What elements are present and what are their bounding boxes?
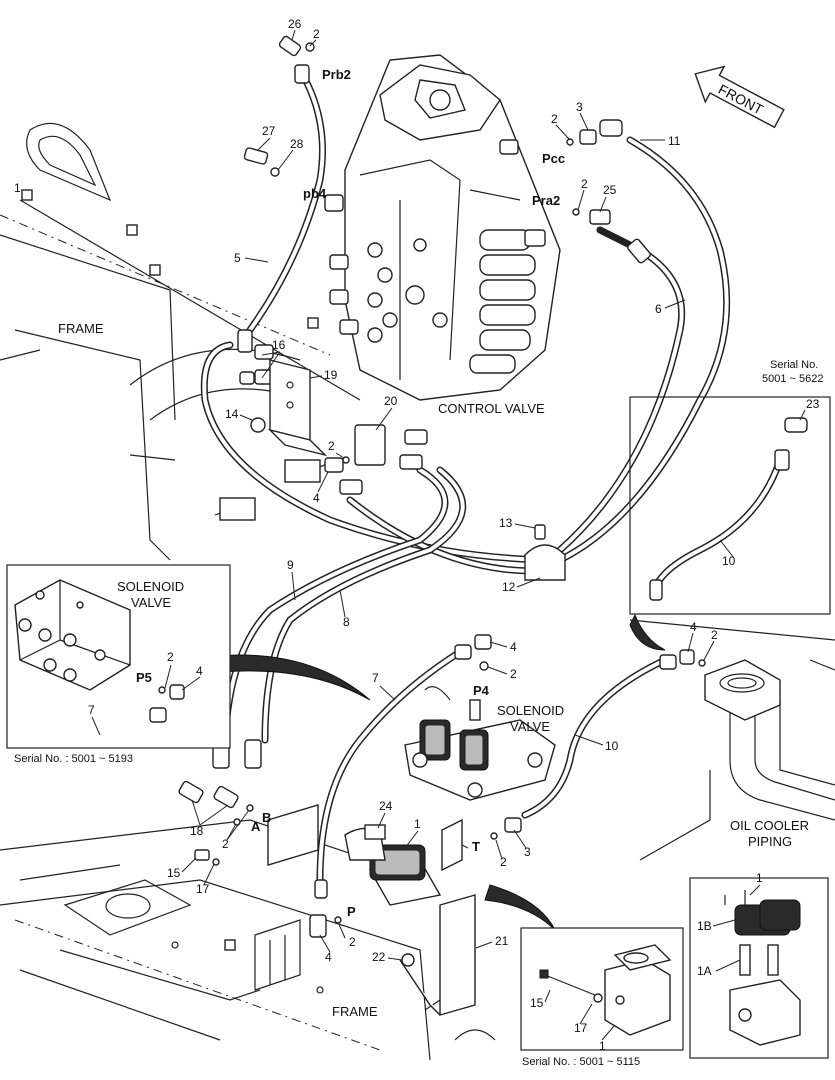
- inset-solenoid-label-2: VALVE: [131, 595, 171, 610]
- svg-text:4: 4: [690, 620, 697, 634]
- svg-text:B: B: [262, 810, 271, 825]
- svg-text:4: 4: [510, 640, 517, 654]
- svg-text:4: 4: [325, 950, 332, 964]
- serial-left: Serial No. : 5001 ~ 5193: [14, 753, 133, 765]
- svg-text:2: 2: [222, 837, 229, 851]
- svg-text:6: 6: [655, 302, 662, 316]
- svg-text:22: 22: [372, 950, 386, 964]
- svg-text:1A: 1A: [697, 964, 712, 978]
- svg-text:2: 2: [500, 855, 507, 869]
- solenoid-valve-right: [404, 686, 556, 801]
- inset-solenoid-valve: [6, 564, 231, 749]
- serial-top-right-1: Serial No.: [770, 359, 818, 371]
- svg-text:12: 12: [502, 580, 516, 594]
- svg-text:28: 28: [290, 137, 304, 151]
- text-labels: FRAME FRAME CONTROL VALVE SOLENOID VALVE…: [14, 321, 823, 1068]
- frame-label-bottom: FRAME: [332, 1004, 378, 1019]
- oil-cooler-label-1: OIL COOLER: [730, 818, 809, 833]
- oil-cooler-label-2: PIPING: [748, 834, 792, 849]
- solenoid-valve-main: [344, 824, 442, 906]
- svg-text:2: 2: [510, 667, 517, 681]
- svg-text:1: 1: [756, 871, 763, 885]
- svg-text:15: 15: [530, 996, 544, 1010]
- svg-text:1: 1: [414, 817, 421, 831]
- svg-text:7: 7: [372, 671, 379, 685]
- inset-top-right-hose: [629, 396, 831, 615]
- svg-text:3: 3: [576, 100, 583, 114]
- frame-blocks: [21, 189, 321, 951]
- svg-text:P: P: [347, 904, 356, 919]
- svg-text:24: 24: [379, 799, 393, 813]
- svg-text:P5: P5: [136, 670, 152, 685]
- svg-text:A: A: [251, 819, 261, 834]
- svg-text:8: 8: [343, 615, 350, 629]
- control-valve-label: CONTROL VALVE: [438, 401, 545, 416]
- serial-bottom: Serial No. : 5001 ~ 5115: [522, 1056, 640, 1068]
- svg-text:1: 1: [14, 181, 21, 195]
- svg-text:19: 19: [324, 368, 338, 382]
- frame-label-top: FRAME: [58, 321, 104, 336]
- svg-text:9: 9: [287, 558, 294, 572]
- svg-text:25: 25: [603, 183, 617, 197]
- svg-text:10: 10: [605, 739, 619, 753]
- solenoid-label-1: SOLENOID: [497, 703, 564, 718]
- svg-text:16: 16: [272, 338, 286, 352]
- svg-text:23: 23: [806, 397, 820, 411]
- svg-text:pb4: pb4: [303, 186, 327, 201]
- callouts: 26 2 2 3 11 27 28 2 25 5 6 16 19 14 20 2…: [14, 17, 820, 1053]
- svg-text:17: 17: [196, 882, 210, 896]
- svg-text:2: 2: [581, 177, 588, 191]
- fittings: [178, 35, 808, 967]
- svg-text:2: 2: [313, 27, 320, 41]
- inset-solenoid-exploded: [689, 877, 829, 1059]
- inset-solenoid-label-1: SOLENOID: [117, 579, 184, 594]
- svg-text:10: 10: [722, 554, 736, 568]
- oil-cooler-piping: [629, 619, 835, 861]
- svg-text:2: 2: [711, 628, 718, 642]
- port-labels: Prb2 Pcc Pra2 pb4 P5 P4 P T A B: [136, 67, 565, 919]
- svg-text:Prb2: Prb2: [322, 67, 351, 82]
- svg-text:4: 4: [313, 491, 320, 505]
- svg-text:11: 11: [668, 134, 681, 148]
- svg-text:20: 20: [384, 394, 398, 408]
- control-valve-ports: [324, 139, 546, 343]
- svg-text:7: 7: [88, 703, 95, 717]
- svg-text:21: 21: [495, 934, 509, 948]
- svg-text:2: 2: [328, 439, 335, 453]
- svg-text:5: 5: [234, 251, 241, 265]
- svg-text:13: 13: [499, 516, 513, 530]
- svg-text:4: 4: [196, 664, 203, 678]
- control-valve: [324, 54, 561, 401]
- inset-solenoid-bottom: [520, 927, 684, 1051]
- front-direction-arrow: FRONT: [694, 65, 785, 129]
- svg-text:Pra2: Pra2: [532, 193, 560, 208]
- svg-text:15: 15: [167, 866, 181, 880]
- solenoid-label-2: VALVE: [510, 719, 550, 734]
- serial-top-right-2: 5001 ~ 5622: [762, 373, 823, 385]
- svg-text:T: T: [472, 839, 480, 854]
- svg-text:14: 14: [225, 407, 239, 421]
- svg-text:27: 27: [262, 124, 276, 138]
- control-valve-spools: [469, 229, 536, 374]
- svg-text:17: 17: [574, 1021, 588, 1035]
- svg-text:1B: 1B: [697, 919, 712, 933]
- svg-text:2: 2: [551, 112, 558, 126]
- svg-text:18: 18: [190, 824, 204, 838]
- svg-text:2: 2: [167, 650, 174, 664]
- svg-text:2: 2: [349, 935, 356, 949]
- svg-text:P4: P4: [473, 683, 490, 698]
- svg-text:3: 3: [524, 845, 531, 859]
- svg-text:1: 1: [599, 1039, 606, 1053]
- svg-text:26: 26: [288, 17, 302, 31]
- brackets: [267, 359, 476, 1016]
- guide-swooshes: [184, 613, 666, 931]
- svg-text:Pcc: Pcc: [542, 151, 565, 166]
